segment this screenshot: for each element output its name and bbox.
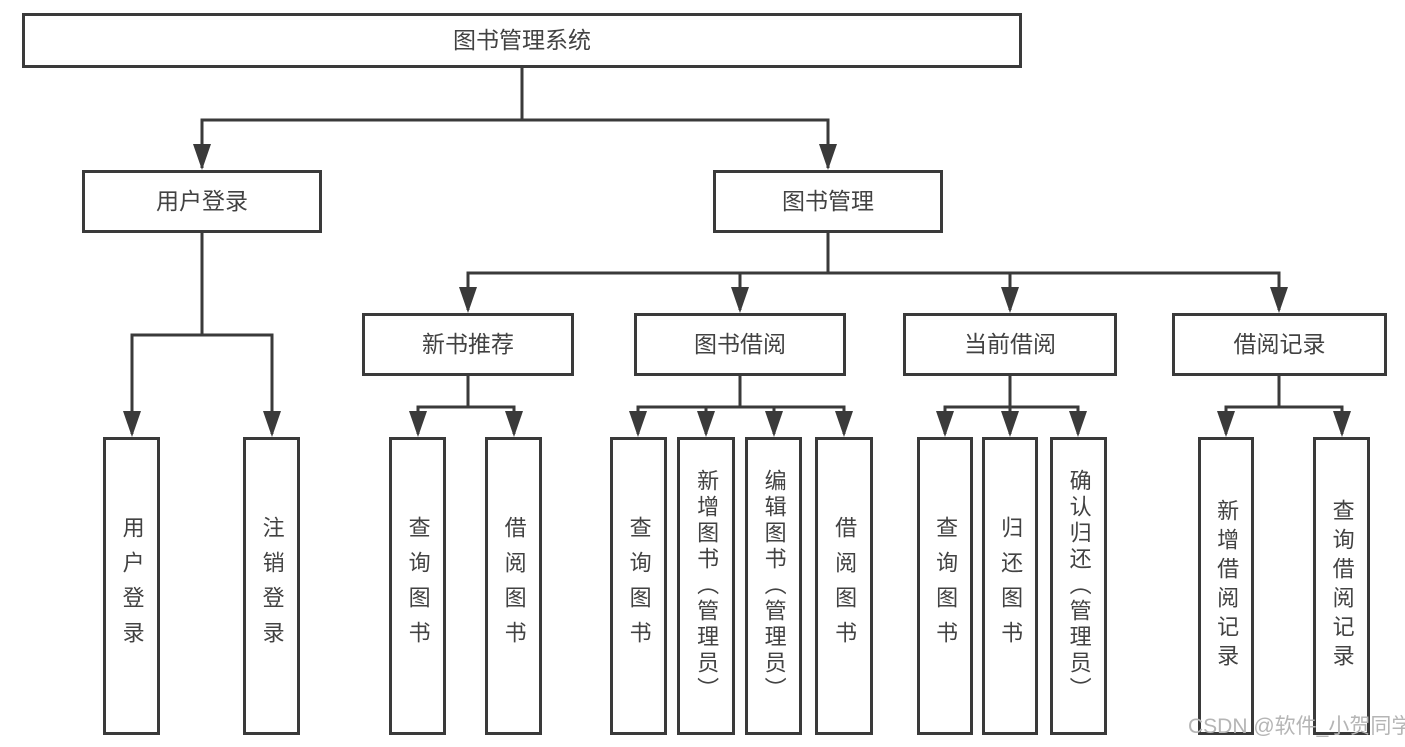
node-current-borrow-label: 当前借阅 xyxy=(964,331,1056,357)
node-current-borrow: 当前借阅 xyxy=(903,313,1117,376)
leaf-records-query-label: 查询借阅记录 xyxy=(1329,499,1355,673)
arrowhead xyxy=(1217,411,1235,437)
leaf-current-query: 查询图书 xyxy=(917,437,973,735)
leaf-user-login-label: 用户登录 xyxy=(119,516,145,656)
arrowhead xyxy=(697,411,715,437)
arrowhead xyxy=(1001,411,1019,437)
arrowhead xyxy=(1270,287,1288,313)
leaf-records-add-label: 新增借阅记录 xyxy=(1214,499,1240,673)
node-new-books-label: 新书推荐 xyxy=(422,331,514,357)
arrowhead xyxy=(1333,411,1351,437)
leaf-borrow-query: 查询图书 xyxy=(610,437,667,735)
leaf-current-confirm: 确认归还（管理员） xyxy=(1050,437,1107,735)
arrowhead xyxy=(765,411,783,437)
leaf-user-login: 用户登录 xyxy=(103,437,160,735)
connector-book-mgmt-branch xyxy=(466,271,1281,310)
connector-new-books-branch xyxy=(416,376,516,434)
node-user-login: 用户登录 xyxy=(82,170,322,233)
arrowhead xyxy=(505,411,523,437)
arrowhead xyxy=(819,144,837,170)
node-root: 图书管理系统 xyxy=(22,13,1022,68)
node-book-mgmt: 图书管理 xyxy=(713,170,943,233)
connector-user-login-branch xyxy=(130,333,274,434)
arrowhead xyxy=(123,411,141,437)
node-book-borrow-label: 图书借阅 xyxy=(694,331,786,357)
node-user-login-label: 用户登录 xyxy=(156,188,248,214)
leaf-newbooks-borrow: 借阅图书 xyxy=(485,437,542,735)
node-new-books: 新书推荐 xyxy=(362,313,574,376)
leaf-borrow-add-label: 新增图书（管理员） xyxy=(694,469,720,703)
arrowhead xyxy=(1069,411,1087,437)
arrowhead xyxy=(936,411,954,437)
arrowhead xyxy=(835,411,853,437)
leaf-borrow-add: 新增图书（管理员） xyxy=(677,437,735,735)
leaf-borrow-book: 借阅图书 xyxy=(815,437,873,735)
arrowhead xyxy=(1001,287,1019,313)
leaf-borrow-book-label: 借阅图书 xyxy=(832,516,858,656)
leaf-logout: 注销登录 xyxy=(243,437,300,735)
connector-book-borrow-branch xyxy=(636,376,846,434)
watermark: CSDN @软件_小贺同学 xyxy=(1188,715,1405,738)
leaf-records-query: 查询借阅记录 xyxy=(1313,437,1370,735)
arrowhead xyxy=(731,287,749,313)
arrowhead xyxy=(409,411,427,437)
leaf-borrow-edit: 编辑图书（管理员） xyxy=(745,437,802,735)
leaf-current-return-label: 归还图书 xyxy=(998,516,1024,656)
leaf-newbooks-query-label: 查询图书 xyxy=(405,516,431,656)
leaf-records-add: 新增借阅记录 xyxy=(1198,437,1254,735)
leaf-borrow-query-label: 查询图书 xyxy=(626,516,652,656)
node-borrow-records: 借阅记录 xyxy=(1172,313,1387,376)
leaf-current-confirm-label: 确认归还（管理员） xyxy=(1066,469,1092,703)
node-borrow-records-label: 借阅记录 xyxy=(1233,331,1326,357)
leaf-current-return: 归还图书 xyxy=(982,437,1038,735)
arrowhead xyxy=(459,287,477,313)
leaf-current-query-label: 查询图书 xyxy=(933,516,959,656)
leaf-newbooks-query: 查询图书 xyxy=(389,437,446,735)
connector-borrow-records-branch xyxy=(1224,376,1344,434)
leaf-logout-label: 注销登录 xyxy=(259,516,285,656)
leaf-borrow-edit-label: 编辑图书（管理员） xyxy=(761,469,787,703)
arrowhead xyxy=(263,411,281,437)
node-book-mgmt-label: 图书管理 xyxy=(782,188,874,214)
node-book-borrow: 图书借阅 xyxy=(634,313,846,376)
arrowhead xyxy=(629,411,647,437)
leaf-newbooks-borrow-label: 借阅图书 xyxy=(501,516,527,656)
arrowhead xyxy=(193,144,211,170)
connector-root-branch xyxy=(200,118,830,168)
node-root-label: 图书管理系统 xyxy=(453,27,591,53)
